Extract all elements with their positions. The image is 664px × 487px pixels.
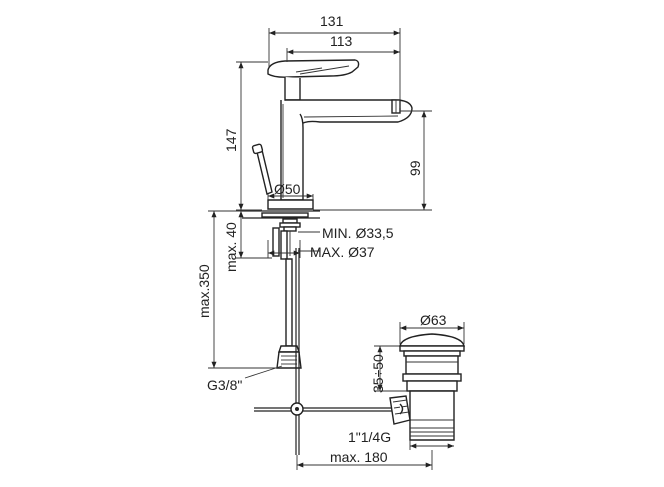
dim-overall-width: 131 — [320, 13, 344, 29]
dim-deck-thickness: max. 40 — [223, 222, 239, 272]
dim-overall-height: 147 — [223, 128, 239, 152]
flexible-hose — [276, 258, 302, 369]
dim-spout-reach: 113 — [330, 33, 353, 49]
faucet-body — [242, 59, 413, 260]
dim-pop-up-reach: max. 180 — [330, 449, 388, 465]
waste-assembly — [389, 333, 465, 441]
dim-waste-thread: 1"1/4G — [348, 429, 391, 445]
dim-waste-height: 35÷50 — [370, 354, 386, 393]
dim-spout-height: 99 — [407, 160, 423, 176]
dim-base-diameter: Ø50 — [274, 181, 301, 197]
dim-hole-max: MAX. Ø37 — [310, 244, 375, 260]
dim-waste-diameter: Ø63 — [420, 312, 447, 328]
pop-up-rod — [254, 248, 400, 455]
dim-hole-min: MIN. Ø33,5 — [322, 225, 394, 241]
dimension-lines — [208, 28, 465, 470]
dim-hose-length: max.350 — [196, 264, 212, 318]
dim-hose-connection: G3/8" — [207, 377, 242, 393]
dimension-labels: 131 113 147 99 Ø50 MIN. Ø33,5 MAX. Ø37 m… — [196, 13, 447, 465]
